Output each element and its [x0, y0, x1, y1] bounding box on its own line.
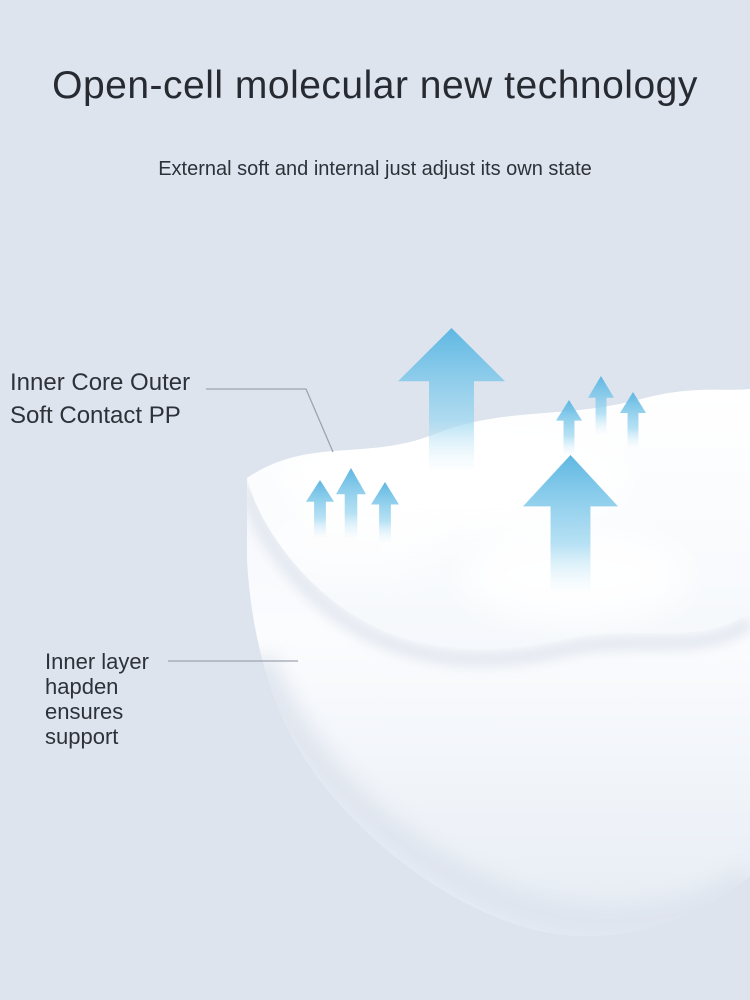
bottom-shadow [247, 654, 750, 937]
callout-outer-line1: Inner Core Outer [10, 369, 191, 396]
connector-line-outer-layer [206, 388, 334, 453]
callout-inner-line4: support [45, 724, 119, 749]
callout-outer-line2: Soft Contact PP [10, 402, 181, 429]
page-title: Open-cell molecular new technology [52, 64, 698, 107]
callout-inner-layer: Inner layer hapden ensures support [45, 649, 149, 749]
page-subtitle: External soft and internal just adjust i… [158, 158, 592, 180]
callout-outer-layer: Inner Core Outer Soft Contact PP [10, 366, 190, 432]
callout-inner-line3: ensures [45, 699, 124, 724]
callout-inner-line1: Inner layer [45, 649, 149, 674]
lip-shadow [247, 486, 750, 666]
callout-inner-line2: hapden [45, 674, 119, 699]
